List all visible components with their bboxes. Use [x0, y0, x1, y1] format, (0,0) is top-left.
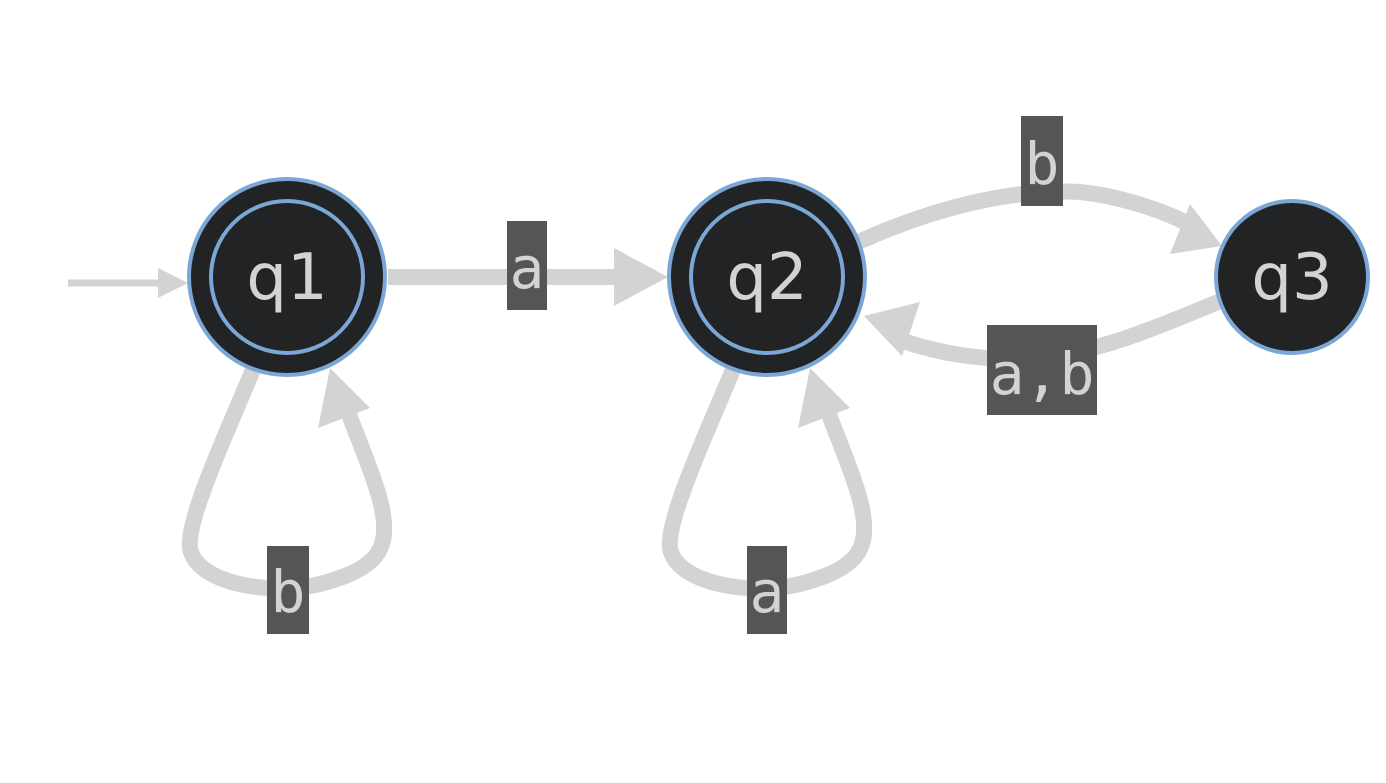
state-q2: q2 — [667, 177, 867, 377]
state-q1: q1 — [187, 177, 387, 377]
state-label-q3: q3 — [1251, 241, 1332, 315]
state-label-q1: q1 — [246, 241, 327, 315]
edge-q1-q2 — [388, 248, 668, 306]
edge-label-text-q2-q2: a — [750, 558, 785, 626]
edge-label-q3-q2: a,b — [987, 325, 1097, 415]
edge-label-text-q2-q3: b — [1025, 130, 1060, 198]
edge-label-q2-q2: a — [747, 546, 787, 634]
edge-label-q1-q2: a — [507, 221, 547, 310]
edge-label-text-q1-q1: b — [271, 558, 306, 626]
edge-label-text-q3-q2: a,b — [990, 340, 1095, 408]
state-label-q2: q2 — [726, 241, 807, 315]
edge-label-text-q1-q2: a — [510, 234, 545, 302]
initial-arrow — [68, 268, 188, 298]
state-q3: q3 — [1214, 199, 1370, 355]
edge-label-q1-q1: b — [267, 546, 309, 634]
edge-q2-q2 — [661, 364, 873, 597]
edge-label-q2-q3: b — [1021, 116, 1063, 206]
